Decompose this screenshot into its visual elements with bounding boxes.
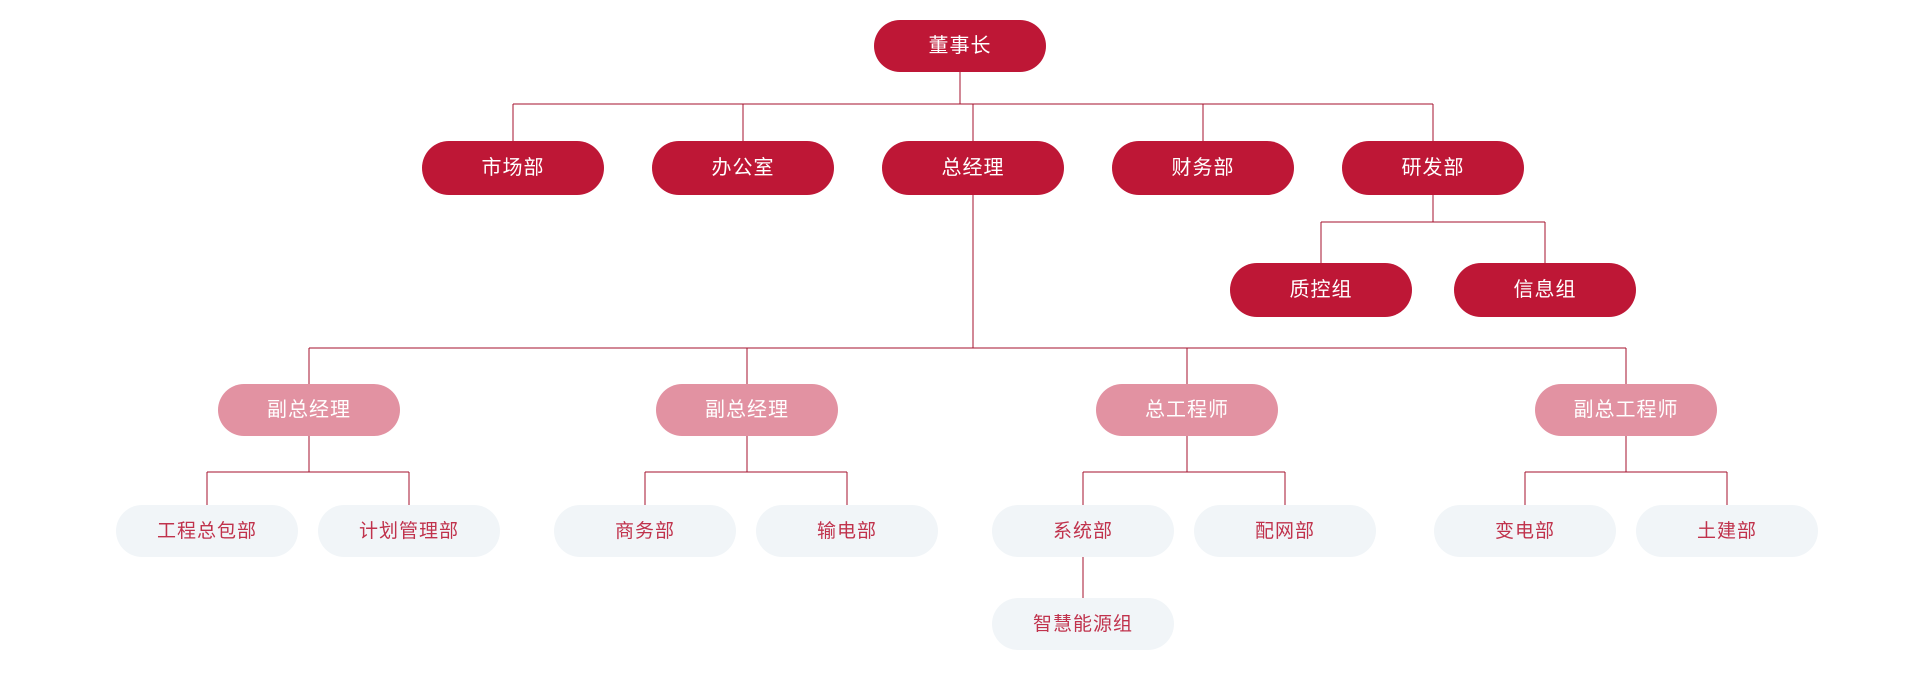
node-label: 智慧能源组 [1032, 613, 1133, 635]
node-label: 变电部 [1494, 520, 1555, 542]
node-label: 输电部 [816, 520, 877, 542]
node-质控组[interactable]: 质控组 [1230, 263, 1412, 317]
node-label: 总经理 [941, 157, 1005, 179]
node-label: 市场部 [481, 157, 545, 179]
node-变电部[interactable]: 变电部 [1434, 505, 1616, 557]
node-副总经理[interactable]: 副总经理 [656, 384, 838, 436]
node-label: 配网部 [1254, 520, 1315, 542]
node-研发部[interactable]: 研发部 [1342, 141, 1524, 195]
node-工程总包部[interactable]: 工程总包部 [116, 505, 298, 557]
node-label: 副总经理 [705, 399, 789, 421]
node-总经理[interactable]: 总经理 [882, 141, 1064, 195]
node-label: 系统部 [1052, 520, 1113, 542]
node-总工程师[interactable]: 总工程师 [1096, 384, 1278, 436]
node-label: 办公室 [711, 157, 775, 179]
node-副总经理[interactable]: 副总经理 [218, 384, 400, 436]
node-计划管理部[interactable]: 计划管理部 [318, 505, 500, 557]
node-label: 商务部 [614, 520, 675, 542]
node-系统部[interactable]: 系统部 [992, 505, 1174, 557]
node-信息组[interactable]: 信息组 [1454, 263, 1636, 317]
node-label: 总工程师 [1145, 399, 1229, 421]
node-label: 质控组 [1289, 279, 1353, 301]
node-董事长[interactable]: 董事长 [874, 20, 1046, 72]
node-配网部[interactable]: 配网部 [1194, 505, 1376, 557]
node-办公室[interactable]: 办公室 [652, 141, 834, 195]
node-输电部[interactable]: 输电部 [756, 505, 938, 557]
node-财务部[interactable]: 财务部 [1112, 141, 1294, 195]
node-市场部[interactable]: 市场部 [422, 141, 604, 195]
node-智慧能源组[interactable]: 智慧能源组 [992, 598, 1174, 650]
node-label: 副总工程师 [1573, 399, 1679, 421]
node-label: 土建部 [1696, 520, 1757, 542]
node-label: 研发部 [1401, 157, 1465, 179]
node-label: 董事长 [928, 35, 992, 57]
node-label: 工程总包部 [156, 520, 257, 542]
node-商务部[interactable]: 商务部 [554, 505, 736, 557]
node-label: 信息组 [1513, 279, 1577, 301]
node-label: 财务部 [1171, 157, 1235, 179]
node-副总工程师[interactable]: 副总工程师 [1535, 384, 1717, 436]
node-土建部[interactable]: 土建部 [1636, 505, 1818, 557]
node-label: 计划管理部 [358, 520, 459, 542]
node-label: 副总经理 [267, 399, 351, 421]
